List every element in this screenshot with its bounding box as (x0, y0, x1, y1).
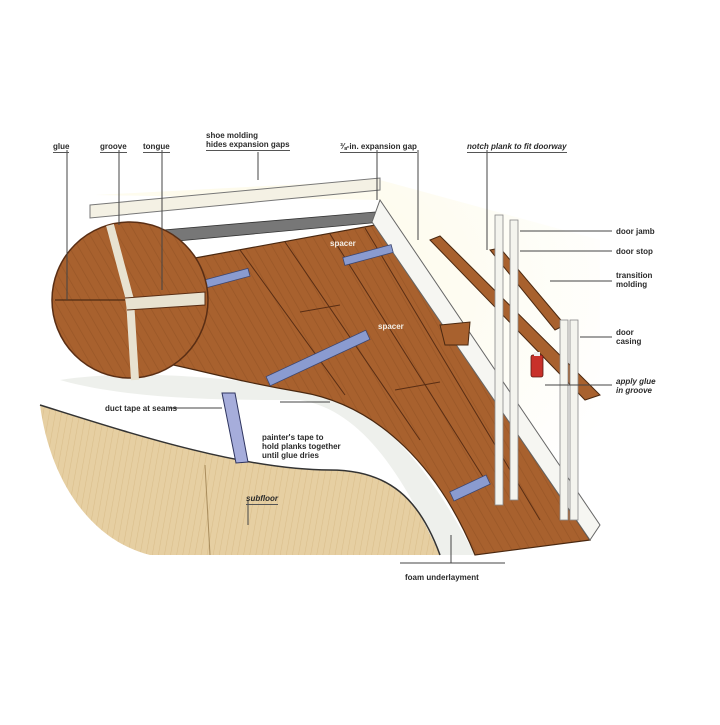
label-groove: groove (100, 142, 127, 153)
subfloor (40, 405, 440, 556)
label-door-jamb: door jamb (616, 227, 655, 236)
label-painters-tape: painter's tape to hold planks together u… (262, 433, 341, 460)
label-spacer-1: spacer (330, 239, 356, 248)
label-notch-plank: notch plank to fit doorway (467, 142, 567, 153)
label-foam-underlayment: foam underlayment (405, 573, 479, 582)
label-door-casing: door casing (616, 328, 642, 346)
door-frame (494, 214, 579, 521)
label-shoe-molding: shoe molding hides expansion gaps (206, 131, 290, 151)
shoe-molding (139, 198, 601, 541)
label-subfloor: subfloor (246, 494, 278, 505)
label-transition-molding: transition molding (616, 271, 653, 289)
duct-tape (221, 392, 249, 464)
label-door-stop: door stop (616, 247, 653, 256)
leader-lines (66, 150, 612, 564)
label-spacer-2: spacer (378, 322, 404, 331)
wood-floor (149, 224, 592, 556)
glue-bottle (530, 352, 544, 378)
label-expansion-gap: ⅜-in. expansion gap (340, 142, 417, 153)
label-glue: glue (53, 142, 70, 153)
label-apply-glue: apply glue in groove (616, 377, 656, 395)
label-duct-tape: duct tape at seams (105, 404, 178, 413)
label-tongue: tongue (143, 142, 170, 153)
magnified-joint (51, 221, 209, 381)
